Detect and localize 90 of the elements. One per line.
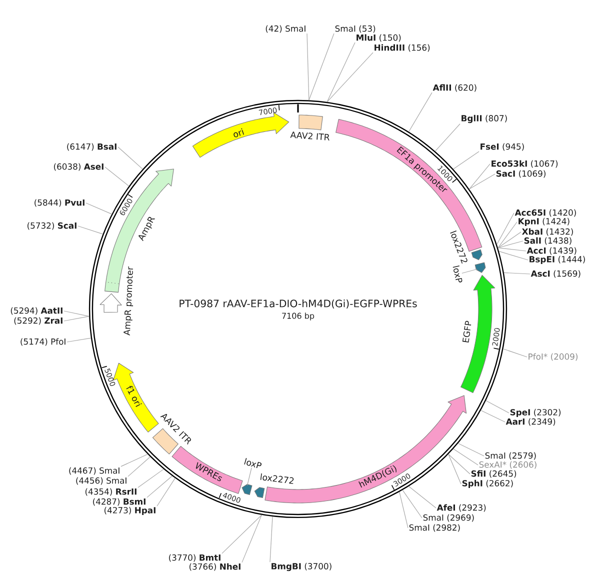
- leader-line: [146, 476, 172, 498]
- site-label: SmaI (2579): [485, 452, 536, 460]
- leader-line: [498, 232, 522, 248]
- leader-line: [453, 151, 480, 170]
- site-label: PfoI* (2009): [528, 353, 578, 361]
- site-label: SacI (1069): [496, 170, 546, 178]
- site-label: (5732) ScaI: [28, 222, 76, 230]
- leader-line: [86, 202, 112, 214]
- leader-line: [246, 467, 252, 486]
- site-label: (5174) PfoI: [20, 338, 66, 346]
- site-label: (4467) SmaI: [69, 467, 120, 475]
- leader-line: [448, 454, 462, 484]
- site-label: (4273) HpaI: [104, 506, 156, 516]
- leader-line: [486, 400, 510, 414]
- size-label: 7106 bp: [282, 312, 314, 320]
- leader-line: [458, 443, 484, 456]
- site-label: SmaI (53): [335, 25, 376, 33]
- leader-line: [118, 146, 143, 170]
- leader-line: [498, 222, 518, 248]
- site-label: KpnI (1424): [518, 218, 570, 226]
- feature-marker: [242, 484, 252, 496]
- node-label: AAV2 ITR: [290, 132, 330, 140]
- feature-label: loxP: [244, 458, 262, 468]
- leader-line: [503, 348, 528, 358]
- site-label: (4456) SmaI: [76, 477, 126, 485]
- site-label: (5294) AatII: [10, 307, 62, 315]
- leader-line: [434, 124, 460, 152]
- leader-line: [66, 338, 92, 342]
- leader-line: [504, 272, 530, 274]
- leader-line: [496, 212, 514, 245]
- leader-line: [64, 316, 90, 322]
- site-label: SmaI (2982): [409, 524, 460, 532]
- leader-line: [326, 42, 356, 102]
- leader-line: [120, 454, 148, 467]
- leader-line: [462, 268, 478, 274]
- site-label: (5292) ZraI: [14, 317, 62, 325]
- site-label: (6147) BsaI: [67, 143, 116, 151]
- site-label: MluI (150): [356, 34, 401, 42]
- site-label: AflII (620): [432, 84, 476, 92]
- leader-line: [408, 92, 432, 132]
- feature-box: AAV2 ITR: [290, 114, 330, 140]
- leader-line: [308, 33, 334, 100]
- site-label: (42) SmaI: [266, 25, 306, 33]
- feature-label: loxP: [452, 266, 462, 282]
- leader-line: [64, 310, 90, 317]
- site-label: SmaI (2969): [423, 514, 474, 522]
- leader-line: [498, 240, 524, 248]
- plasmid-name: PT-0987 rAAV-EF1a-DIO-hM4D(Gi)-EGFP-WPREs: [180, 299, 417, 308]
- site-label: (4287) BsmI: [93, 498, 146, 506]
- leader-line: [306, 33, 310, 100]
- site-label: (3770) BmtI: [169, 554, 220, 562]
- site-label: (5844) PvuI: [34, 199, 84, 207]
- site-label: SalI (1438): [524, 237, 572, 245]
- site-label: Acc65I (1420): [514, 209, 576, 217]
- site-label: SfiI (2645): [471, 470, 516, 478]
- leader-line: [104, 166, 130, 186]
- site-label: HindIII (156): [374, 44, 430, 52]
- leader-line: [448, 454, 470, 474]
- leader-line: [402, 490, 422, 518]
- leader-line: [498, 248, 526, 252]
- leader-line: [498, 251, 528, 260]
- site-label: XbaI (1432): [522, 228, 573, 236]
- site-label: AccI (1439): [526, 247, 576, 255]
- site-label: SexAI* (2606): [479, 461, 536, 469]
- leader-line: [128, 456, 150, 477]
- site-label: (4354) RsrII: [85, 488, 136, 496]
- feature-marker: [474, 262, 486, 273]
- leader-line: [138, 468, 164, 488]
- site-label: BmgBI (3700): [272, 562, 332, 572]
- site-label: (3766) NheI: [190, 563, 240, 571]
- site-label: BspEI (1444): [530, 256, 585, 264]
- leader-line: [480, 410, 506, 422]
- leader-line: [408, 486, 436, 508]
- leader-line: [270, 516, 273, 562]
- leader-line: [326, 52, 374, 102]
- leader-line: [222, 514, 262, 554]
- site-label: (6038) AseI: [54, 163, 104, 171]
- leader-line: [242, 514, 262, 563]
- leader-line: [453, 448, 478, 466]
- leader-line: [399, 492, 408, 528]
- leader-line: [469, 174, 496, 190]
- leader-line: [469, 164, 490, 190]
- leader-line: [78, 226, 104, 234]
- site-label: Eco53kI (1067): [492, 160, 558, 168]
- site-label: AfeI (2923): [436, 504, 486, 512]
- leader-line: [156, 478, 176, 506]
- site-label: SpeI (2302): [510, 408, 561, 418]
- site-label: AarI (2349): [506, 418, 556, 426]
- site-label: FseI (945): [480, 143, 524, 151]
- site-label: AscI (1569): [530, 270, 580, 278]
